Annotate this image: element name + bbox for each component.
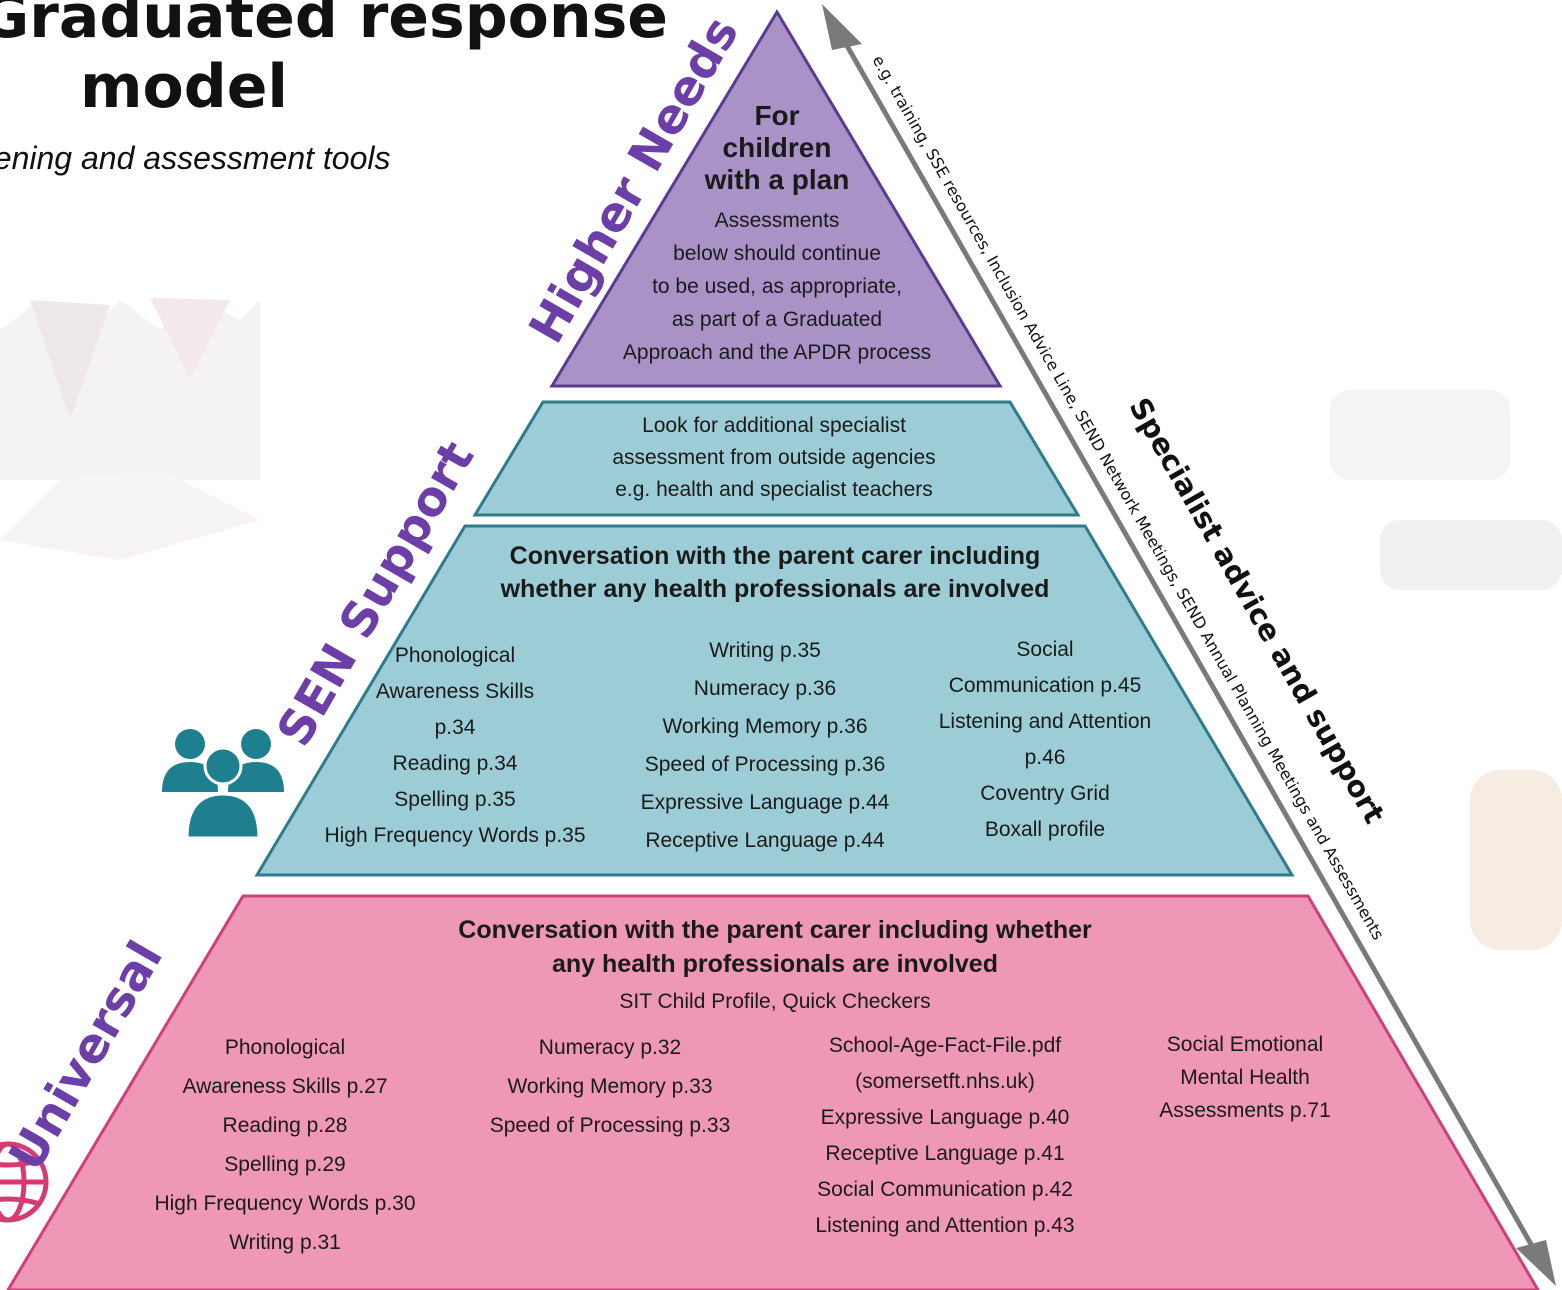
- sen-item: Coventry Grid: [980, 782, 1110, 805]
- sen-support-col-3: Social Communication p.45 Listening and …: [910, 632, 1180, 848]
- universal-item: Expressive Language p.40: [820, 1106, 1070, 1129]
- sen-support-heading: Conversation with the parent carer inclu…: [420, 540, 1130, 606]
- higher-needs-heading-line: with a plan: [704, 164, 850, 195]
- tier-universal-shape: [6, 894, 1540, 1290]
- universal-item: Awareness Skills p.27: [182, 1075, 388, 1098]
- sen-item: High Frequency Words p.35: [324, 824, 586, 847]
- universal-item: Working Memory p.33: [507, 1075, 713, 1098]
- subtitle: Screening and assessment tools: [0, 140, 391, 176]
- universal-heading: Conversation with the parent carer inclu…: [380, 913, 1170, 981]
- sen-heading-line: whether any health professionals are inv…: [500, 575, 1050, 603]
- universal-item: Phonological: [224, 1036, 346, 1059]
- sen-item: p.34: [434, 716, 476, 739]
- sen-item: Reading p.34: [392, 752, 518, 775]
- universal-item: Social Communication p.42: [817, 1178, 1073, 1201]
- higher-needs-body-line: Approach and the APDR process: [622, 341, 932, 364]
- arrow-head-bottom-icon: [1516, 1240, 1556, 1286]
- higher-needs-body-line: as part of a Graduated: [671, 308, 883, 331]
- universal-item: (somersetft.nhs.uk): [855, 1070, 1035, 1093]
- sen-item: Numeracy p.36: [693, 677, 837, 700]
- universal-heading-line: Conversation with the parent carer inclu…: [458, 916, 1092, 944]
- people-group-icon: [162, 729, 284, 840]
- sen-item: Listening and Attention: [938, 710, 1152, 733]
- sen-item: Spelling p.35: [394, 788, 516, 811]
- sen-support-col-2: Writing p.35 Numeracy p.36 Working Memor…: [615, 632, 915, 860]
- universal-item: Writing p.31: [229, 1231, 341, 1254]
- sen-item: Awareness Skills: [375, 680, 535, 703]
- universal-col-1: Phonological Awareness Skills p.27 Readi…: [120, 1028, 450, 1262]
- sen-item: Boxall profile: [984, 818, 1106, 841]
- higher-needs-heading: For children with a plan: [677, 100, 877, 196]
- higher-needs-heading-line: For: [754, 100, 800, 131]
- sen-item: Working Memory p.36: [662, 715, 868, 738]
- sen-item: Communication p.45: [948, 674, 1142, 697]
- universal-col-4: Social Emotional Mental Health Assessmen…: [1120, 1028, 1370, 1127]
- universal-item: Receptive Language p.41: [825, 1142, 1065, 1165]
- universal-col-3: School-Age-Fact-File.pdf (somersetft.nhs…: [780, 1028, 1110, 1244]
- sen-item: Speed of Processing p.36: [644, 753, 886, 776]
- universal-item: School-Age-Fact-File.pdf: [828, 1034, 1062, 1057]
- sen-heading-line: Conversation with the parent carer inclu…: [509, 542, 1041, 570]
- sen-item: Writing p.35: [709, 639, 821, 662]
- universal-item: Mental Health: [1180, 1066, 1310, 1089]
- universal-item: Listening and Attention p.43: [815, 1214, 1075, 1237]
- sen-item: Social: [1016, 638, 1074, 661]
- higher-needs-body-line: Assessments: [714, 209, 840, 232]
- universal-subheading: SIT Child Profile, Quick Checkers: [619, 990, 931, 1013]
- universal-item: Spelling p.29: [224, 1153, 346, 1176]
- title-line-1: Graduated response: [0, 0, 668, 52]
- specialist-arrow: [835, 28, 1543, 1262]
- tier-higher-needs-shape: [549, 9, 1003, 388]
- sen-support-col-1: Phonological Awareness Skills p.34 Readi…: [300, 638, 610, 854]
- specialist-line: e.g. health and specialist teachers: [615, 478, 933, 501]
- title-line-2: model: [80, 52, 288, 122]
- universal-heading-line: any health professionals are involved: [552, 950, 998, 978]
- specialist-line: assessment from outside agencies: [612, 446, 936, 469]
- specialist-line: Look for additional specialist: [642, 414, 906, 437]
- universal-item: Reading p.28: [222, 1114, 348, 1137]
- universal-item: Assessments p.71: [1159, 1099, 1331, 1122]
- sen-item: Expressive Language p.44: [640, 791, 890, 814]
- universal-item: Numeracy p.32: [538, 1036, 682, 1059]
- higher-needs-body: Assessments below should continue to be …: [577, 204, 977, 369]
- tier-sen-support-shape: [254, 524, 1295, 877]
- universal-item: Speed of Processing p.33: [489, 1114, 731, 1137]
- specialist-assessment-text: Look for additional specialist assessmen…: [574, 410, 974, 506]
- arrow-head-top-icon: [822, 4, 862, 50]
- higher-needs-body-line: to be used, as appropriate,: [652, 275, 902, 298]
- universal-item: High Frequency Words p.30: [154, 1192, 416, 1215]
- universal-item: Social Emotional: [1166, 1033, 1324, 1056]
- universal-col-2: Numeracy p.32 Working Memory p.33 Speed …: [460, 1028, 760, 1145]
- sen-item: p.46: [1024, 746, 1066, 769]
- higher-needs-heading-line: children: [722, 132, 832, 163]
- tier-specialist-shape: [472, 400, 1081, 517]
- globe-icon: [0, 1141, 49, 1223]
- sen-item: Phonological: [394, 644, 516, 667]
- higher-needs-body-line: below should continue: [673, 242, 881, 265]
- sen-item: Receptive Language p.44: [645, 829, 885, 852]
